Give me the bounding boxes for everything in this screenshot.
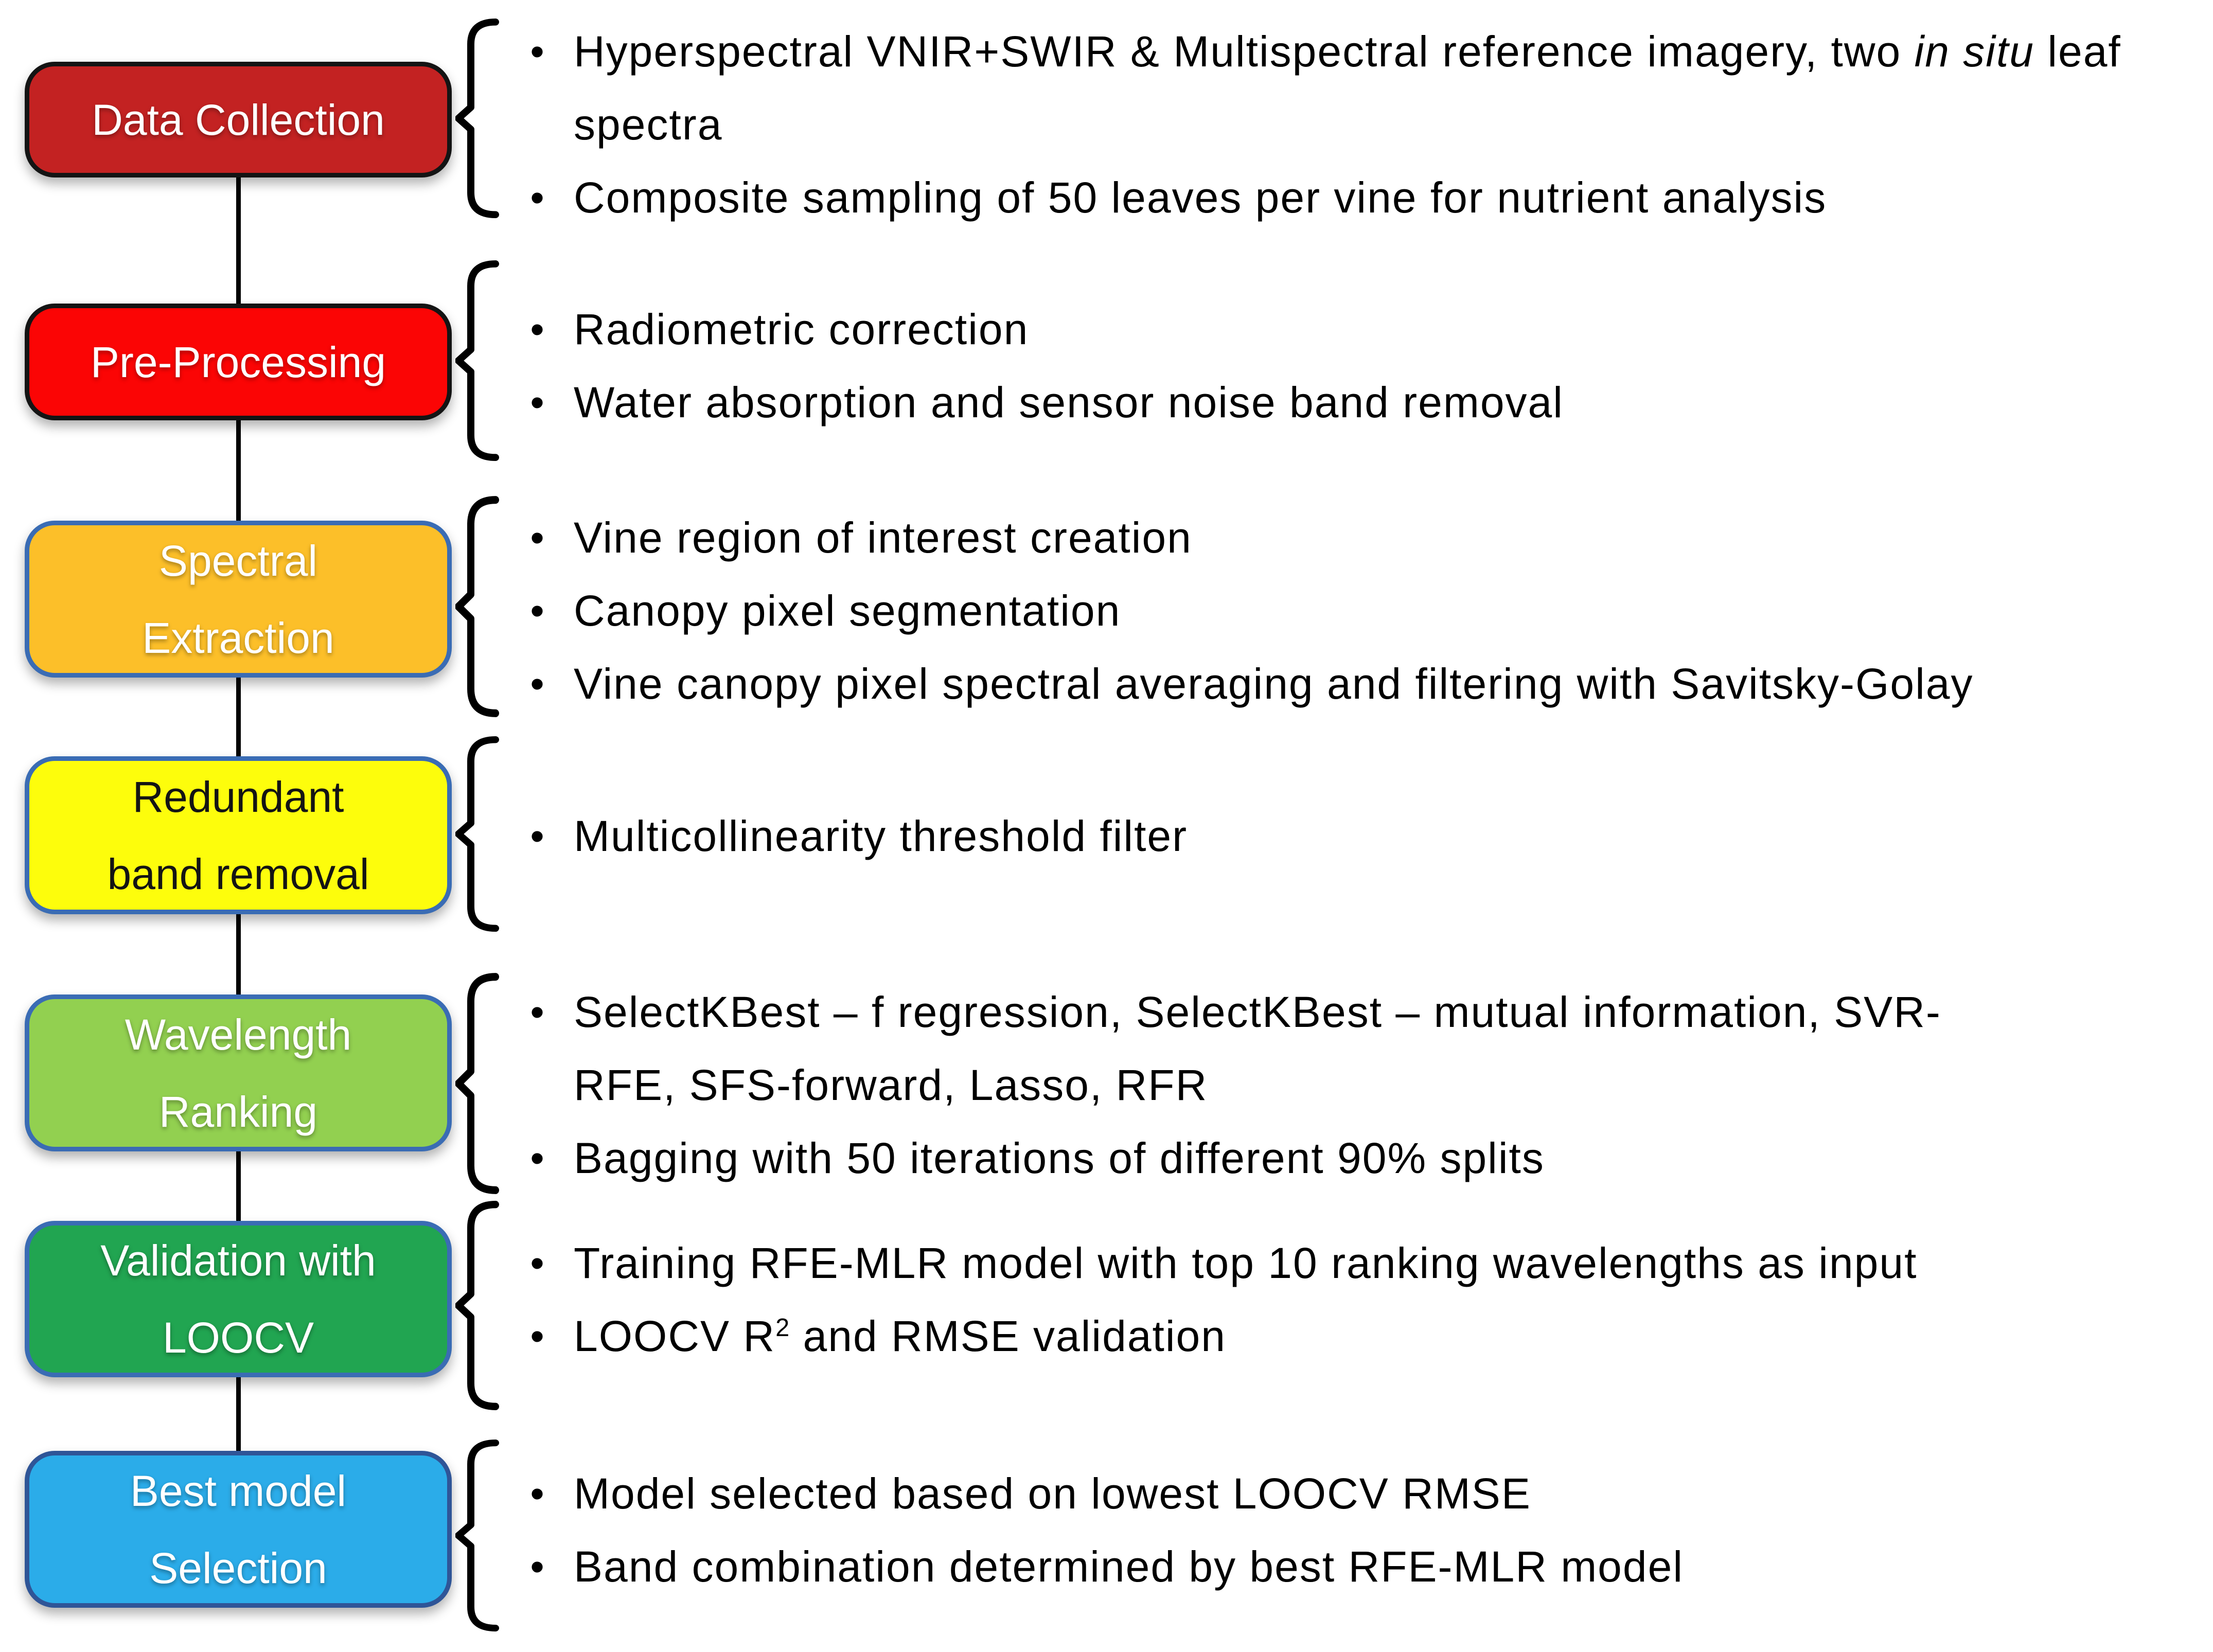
text-segment: SelectKBest – f regression, SelectKBest … [574, 988, 1941, 1036]
bullet-dot-icon: • [530, 515, 545, 560]
bullet-text: Model selected based on lowest LOOCV RMS… [574, 1469, 1531, 1518]
stage-box-data-collection: Data Collection [25, 62, 452, 177]
bullet-item: • SelectKBest – f regression, SelectKBes… [502, 975, 2213, 1122]
bullet-dot-icon: • [530, 29, 545, 74]
bullet-dot-icon: • [530, 989, 545, 1035]
stage-label: Validation with [100, 1236, 376, 1285]
bullet-text: Vine canopy pixel spectral averaging and… [574, 660, 1974, 708]
bullet-item: • Multicollinearity threshold filter [502, 800, 2213, 873]
bullet-text: Water absorption and sensor noise band r… [574, 378, 1564, 427]
bullet-item: • Vine canopy pixel spectral averaging a… [502, 647, 2213, 720]
stage-box-pre-processing: Pre-Processing [25, 304, 452, 420]
bullet-text: Hyperspectral VNIR+SWIR & Multispectral … [574, 15, 2213, 161]
bullet-item: • Vine region of interest creation [502, 501, 2213, 574]
bullet-item: • Model selected based on lowest LOOCV R… [502, 1457, 2213, 1530]
stage-label: band removal [107, 849, 369, 898]
bullet-dot-icon: • [530, 307, 545, 352]
text-segment: RFE, SFS-forward, Lasso, RFR [574, 1061, 1208, 1109]
left-brace [455, 495, 502, 718]
bullet-text: Multicollinearity threshold filter [574, 812, 1188, 860]
bullet-dot-icon: • [530, 1544, 545, 1589]
bullet-dot-icon: • [530, 588, 545, 633]
bullet-dot-icon: • [530, 1240, 545, 1286]
bullet-list-validation-loocv: • Training RFE-MLR model with top 10 ran… [502, 1227, 2213, 1373]
bullet-list-best-model-selection: • Model selected based on lowest LOOCV R… [502, 1457, 2213, 1603]
bullet-text: Bagging with 50 iterations of different … [574, 1134, 1545, 1182]
bullet-text: Canopy pixel segmentation [574, 587, 1121, 635]
bullet-text: SelectKBest – f regression, SelectKBest … [574, 975, 2213, 1122]
bullet-text: Band combination determined by best RFE-… [574, 1542, 1684, 1591]
text-segment: Hyperspectral VNIR+SWIR & Multispectral … [574, 27, 1915, 76]
text-segment-italic: in situ [1914, 27, 2034, 76]
stage-label: Pre-Processing [90, 337, 386, 386]
text-segment: leaf spectra [574, 27, 2121, 149]
left-brace [455, 1200, 502, 1411]
bullet-dot-icon: • [530, 813, 545, 859]
bullet-dot-icon: • [530, 1135, 545, 1181]
bullet-list-data-collection: • Hyperspectral VNIR+SWIR & Multispectra… [502, 15, 2213, 234]
bullet-item: • Radiometric correction [502, 293, 2213, 366]
bullet-item: • Bagging with 50 iterations of differen… [502, 1122, 2213, 1195]
stage-label: LOOCV [162, 1313, 314, 1362]
stage-box-best-model-selection: Best model Selection [25, 1451, 452, 1608]
bullet-item: • Band combination determined by best RF… [502, 1530, 2213, 1603]
stage-label: Spectral [158, 536, 318, 585]
stage-label: Extraction [142, 613, 334, 662]
bullet-list-redundant-band-removal: • Multicollinearity threshold filter [502, 800, 2213, 873]
stage-label: Best model [130, 1466, 347, 1515]
bullet-list-wavelength-ranking: • SelectKBest – f regression, SelectKBes… [502, 975, 2213, 1195]
bullet-dot-icon: • [530, 175, 545, 220]
stage-label: Redundant [132, 772, 344, 821]
bullet-list-pre-processing: • Radiometric correction • Water absorpt… [502, 293, 2213, 439]
bullet-dot-icon: • [530, 1313, 545, 1359]
stage-box-redundant-band-removal: Redundant band removal [25, 756, 452, 914]
bullet-text: Vine region of interest creation [574, 513, 1192, 562]
bullet-item: • LOOCV R2 and RMSE validation [502, 1300, 2213, 1373]
left-brace [455, 972, 502, 1195]
stage-label: Wavelength [125, 1010, 352, 1059]
stage-label: Data Collection [92, 95, 385, 144]
bullet-item: • Training RFE-MLR model with top 10 ran… [502, 1227, 2213, 1300]
left-brace [455, 18, 502, 219]
stage-label: Selection [149, 1543, 327, 1592]
bullet-dot-icon: • [530, 1471, 545, 1516]
stage-box-validation-loocv: Validation with LOOCV [25, 1221, 452, 1377]
bullet-dot-icon: • [530, 661, 545, 706]
stage-box-spectral-extraction: Spectral Extraction [25, 521, 452, 678]
bullet-text: LOOCV R2 and RMSE validation [574, 1300, 2213, 1373]
text-segment: LOOCV R [574, 1312, 776, 1360]
bullet-item: • Hyperspectral VNIR+SWIR & Multispectra… [502, 15, 2213, 161]
stage-label: Ranking [158, 1087, 318, 1136]
text-segment-superscript: 2 [775, 1314, 790, 1342]
bullet-dot-icon: • [530, 380, 545, 425]
bullet-item: • Composite sampling of 50 leaves per vi… [502, 161, 2213, 234]
bullet-item: • Canopy pixel segmentation [502, 574, 2213, 647]
bullet-text: Radiometric correction [574, 305, 1029, 353]
bullet-item: • Water absorption and sensor noise band… [502, 366, 2213, 439]
bullet-text: Composite sampling of 50 leaves per vine… [574, 173, 1827, 222]
text-segment: and RMSE validation [790, 1312, 1226, 1360]
left-brace [455, 260, 502, 461]
left-brace [455, 1439, 502, 1632]
bullet-list-spectral-extraction: • Vine region of interest creation • Can… [502, 501, 2213, 720]
stage-box-wavelength-ranking: Wavelength Ranking [25, 994, 452, 1151]
bullet-text: Training RFE-MLR model with top 10 ranki… [574, 1239, 1918, 1287]
left-brace [455, 736, 502, 932]
